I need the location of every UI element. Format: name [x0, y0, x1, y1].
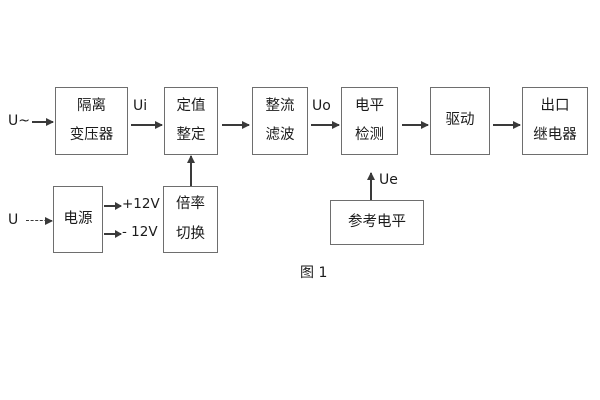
block-level-detection[interactable]: 电平 检测: [341, 87, 398, 155]
block-rectifier-filter[interactable]: 整流 滤波: [252, 87, 308, 155]
arrow-setting-value-to-rectifier-filter: [222, 124, 249, 126]
arrow-ac-input-to-isolation-transformer: [32, 121, 53, 123]
block-level-detection-line-2: 检测: [355, 127, 384, 143]
block-drive-line-1: 驱动: [445, 112, 475, 129]
supply-positive-label: +12V: [122, 196, 160, 212]
block-rectifier-filter-line-2: 滤波: [265, 127, 295, 143]
arrow-level-detection-to-drive: [402, 124, 428, 126]
arrow-multiplier-switch-to-setting-value: [190, 156, 192, 186]
dc-input-label: U: [8, 212, 19, 228]
block-output-relay-line-1: 出口: [540, 97, 570, 114]
ui-signal-label: Ui: [133, 98, 148, 114]
block-isolation-transformer[interactable]: 隔离 变压器: [55, 87, 128, 155]
arrow-power-supply-positive-rail: [104, 205, 121, 207]
block-multiplier-switch[interactable]: 倍率 切换: [163, 186, 218, 253]
block-isolation-transformer-line-2: 变压器: [69, 127, 114, 143]
block-reference-level[interactable]: 参考电平: [330, 200, 424, 245]
block-multiplier-switch-line-2: 切换: [176, 225, 205, 242]
block-power-supply[interactable]: 电源: [53, 186, 103, 253]
arrow-power-supply-negative-rail: [104, 233, 121, 235]
arrow-isolation-transformer-to-setting-value: [131, 124, 162, 126]
block-rectifier-filter-line-1: 整流: [265, 97, 295, 114]
block-drive[interactable]: 驱动: [430, 87, 490, 155]
block-multiplier-switch-line-1: 倍率: [176, 196, 205, 213]
block-reference-level-line-1: 参考电平: [348, 213, 406, 230]
block-level-detection-line-1: 电平: [355, 97, 384, 114]
block-output-relay-line-2: 继电器: [533, 127, 577, 143]
arrow-dc-input-to-power-supply: [26, 220, 52, 221]
block-power-supply-line-1: 电源: [63, 210, 93, 227]
arrow-rectifier-filter-to-level-detection: [311, 124, 339, 126]
figure-caption: 图 1: [300, 265, 328, 281]
uo-signal-label: Uo: [312, 98, 331, 114]
block-setting-value-line-1: 定值: [176, 97, 206, 114]
block-setting-value[interactable]: 定值 整定: [164, 87, 218, 155]
supply-negative-label: - 12V: [122, 224, 158, 240]
arrow-drive-to-output-relay: [493, 124, 520, 126]
ue-signal-label: Ue: [379, 172, 398, 188]
block-isolation-transformer-line-1: 隔离: [77, 97, 106, 114]
block-output-relay[interactable]: 出口 继电器: [522, 87, 588, 155]
ac-input-label: U~: [8, 113, 30, 129]
arrow-reference-level-to-level-detection: [370, 173, 372, 200]
block-setting-value-line-2: 整定: [176, 127, 206, 143]
